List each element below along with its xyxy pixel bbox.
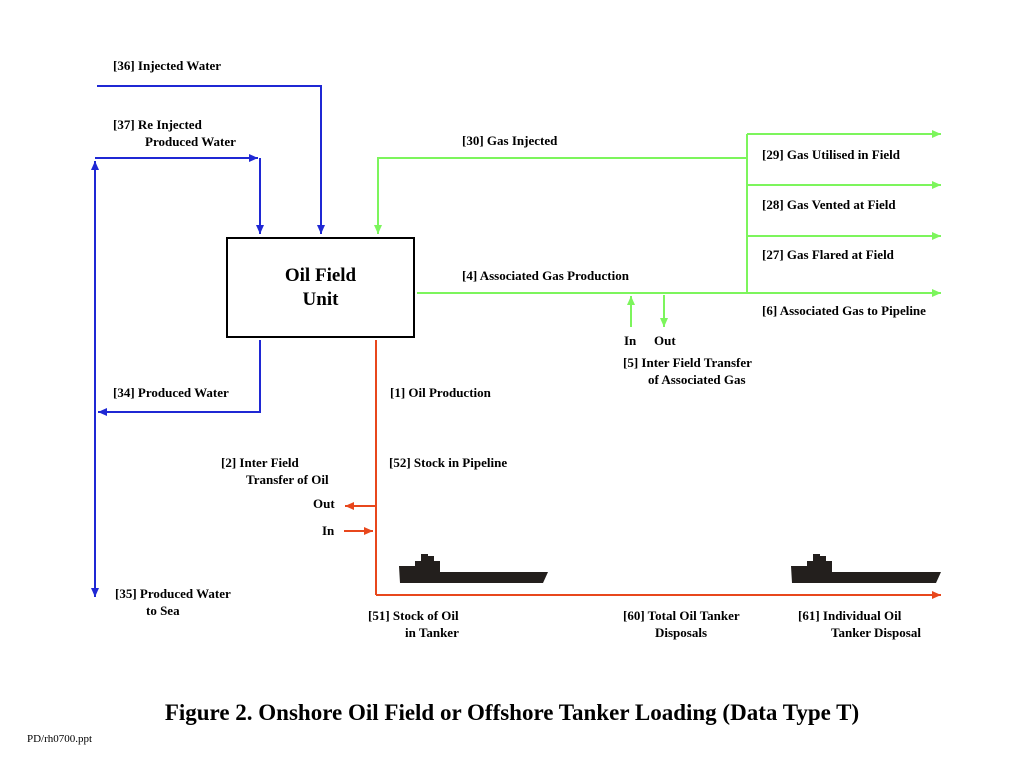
total-tanker-label-line2: Disposals xyxy=(655,625,708,640)
reinjected-water-label-line1: [37] Re Injected xyxy=(113,117,202,132)
tanker-icon-left xyxy=(399,554,548,583)
figure-caption: Figure 2. Onshore Oil Field or Offshore … xyxy=(164,700,860,725)
stock-tanker-label-line2: in Tanker xyxy=(405,625,459,640)
tanker-icon-right xyxy=(791,554,941,583)
stock-pipeline-label: [52] Stock in Pipeline xyxy=(389,455,508,470)
gas-vented-label: [28] Gas Vented at Field xyxy=(762,197,896,212)
produced-water-line xyxy=(98,340,261,416)
reinjected-water-label-line2: Produced Water xyxy=(145,134,236,149)
gas-flared-label: [27] Gas Flared at Field xyxy=(762,247,894,262)
gas-utilised-label: [29] Gas Utilised in Field xyxy=(762,147,900,162)
inter-field-oil-label-line1: [2] Inter Field xyxy=(221,455,299,470)
gas-injected-line xyxy=(374,157,747,234)
oil-production-label: [1] Oil Production xyxy=(390,385,491,400)
inter-field-gas-label-line1: [5] Inter Field Transfer xyxy=(623,355,752,370)
gas-out-label: Out xyxy=(654,333,676,348)
injected-water-line xyxy=(97,85,325,234)
oil-field-unit-box: Oil Field Unit xyxy=(226,237,415,338)
gas-in-label: In xyxy=(624,333,637,348)
oil-in-label: In xyxy=(322,523,335,538)
oil-field-unit-line2: Unit xyxy=(302,288,339,310)
individual-tanker-label-line1: [61] Individual Oil xyxy=(798,608,902,623)
associated-gas-production-label: [4] Associated Gas Production xyxy=(462,268,629,283)
inter-field-gas-label-line2: of Associated Gas xyxy=(648,372,746,387)
water-to-sea-label-line2: to Sea xyxy=(146,603,180,618)
water-to-sea-label-line1: [35] Produced Water xyxy=(115,586,231,601)
gas-injected-label: [30] Gas Injected xyxy=(462,133,558,148)
associated-gas-pipeline-label: [6] Associated Gas to Pipeline xyxy=(762,303,926,318)
stock-tanker-label-line1: [51] Stock of Oil xyxy=(368,608,459,623)
oil-field-unit-line1: Oil Field xyxy=(284,264,357,286)
individual-tanker-label-line2: Tanker Disposal xyxy=(831,625,921,640)
produced-water-label: [34] Produced Water xyxy=(113,385,229,400)
injected-water-label: [36] Injected Water xyxy=(113,58,222,73)
inter-field-oil-label-line2: Transfer of Oil xyxy=(246,472,329,487)
total-tanker-label-line1: [60] Total Oil Tanker xyxy=(623,608,740,623)
footer-filename: PD/rh0700.ppt xyxy=(27,733,93,745)
oil-out-label: Out xyxy=(313,496,335,511)
